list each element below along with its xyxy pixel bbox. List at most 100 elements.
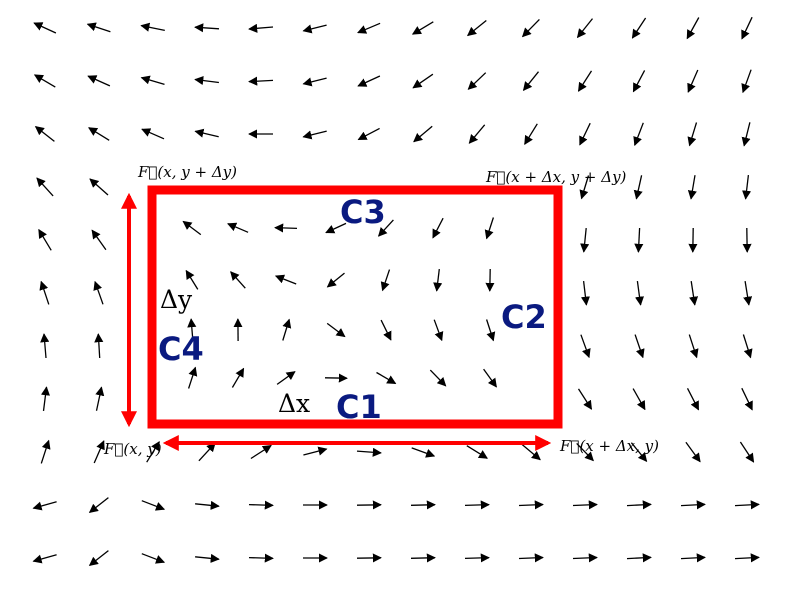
field-arrow <box>33 22 57 34</box>
field-arrow <box>141 500 166 511</box>
field-arrow <box>633 122 644 147</box>
curve-label-c3: C3 <box>340 193 386 231</box>
field-arrow <box>33 74 56 88</box>
field-arrow <box>95 386 105 411</box>
field-arrow <box>39 280 50 305</box>
field-arrow <box>230 271 246 289</box>
field-arrow <box>248 23 274 33</box>
field-arrow <box>686 17 700 40</box>
field-arrow <box>521 18 540 38</box>
field-arrow <box>36 177 54 197</box>
field-arrow <box>524 123 538 145</box>
field-arrow <box>195 500 220 510</box>
field-arrow <box>464 500 490 510</box>
field-arrow <box>579 175 590 200</box>
field-arrow <box>633 175 643 200</box>
field-arrow <box>248 500 274 510</box>
field-arrow <box>734 553 760 563</box>
field-arrow <box>182 220 202 236</box>
field-arrow <box>433 269 443 292</box>
field-arrow <box>688 334 699 359</box>
field-arrow <box>580 281 590 306</box>
loop-rectangle <box>147 185 563 429</box>
field-arrow <box>32 554 57 564</box>
field-arrow <box>194 128 219 138</box>
delta-x-label: Δx <box>278 389 310 418</box>
field-arrow <box>198 442 216 462</box>
field-arrow <box>689 281 699 306</box>
field-arrow <box>141 553 166 564</box>
field-arrow <box>580 334 591 359</box>
field-arrow <box>87 75 111 87</box>
field-arrow <box>88 550 109 566</box>
integration-loop <box>147 185 563 429</box>
field-arrow <box>302 24 327 34</box>
field-arrow <box>93 280 104 305</box>
field-arrow <box>231 367 245 388</box>
field-arrow <box>521 443 541 461</box>
field-arrow <box>187 366 198 389</box>
field-arrow <box>741 69 752 94</box>
field-arrow <box>630 442 648 463</box>
field-arrow <box>576 442 594 462</box>
field-arrow <box>466 19 487 37</box>
field-arrow <box>483 368 497 388</box>
field-arrow <box>86 22 111 33</box>
field-arrow <box>40 386 50 411</box>
curve-label-c2: C2 <box>501 298 547 336</box>
field-arrow <box>741 122 751 147</box>
field-arrow <box>467 72 487 90</box>
field-arrow <box>572 553 598 563</box>
field-arrow <box>687 122 698 147</box>
field-arrow <box>734 500 760 510</box>
field-arrow <box>326 272 345 288</box>
field-arrow <box>282 318 292 341</box>
field-arrow <box>377 219 394 237</box>
field-arrow <box>302 130 327 140</box>
field-arrow <box>429 369 447 387</box>
field-arrow <box>140 75 165 86</box>
field-arrow <box>572 500 598 510</box>
field-arrow <box>632 388 646 411</box>
field-arrow <box>485 319 496 342</box>
field-arrow <box>93 440 105 464</box>
field-arrow <box>433 319 444 342</box>
field-arrow <box>518 553 544 563</box>
field-arrow <box>413 125 433 143</box>
field-arrow <box>464 553 490 563</box>
field-arrow <box>632 70 646 93</box>
field-arrow <box>248 76 274 86</box>
field-arrow <box>577 388 593 410</box>
field-arrow <box>743 280 753 306</box>
field-arrow <box>577 70 593 92</box>
field-arrow <box>468 124 486 144</box>
field-arrow <box>185 269 199 290</box>
field-arrow <box>357 75 381 87</box>
field-arrow <box>250 444 272 460</box>
field-arrow <box>411 21 434 35</box>
field-arrow <box>38 228 52 251</box>
field-arrow <box>380 269 391 292</box>
field-arrow <box>32 501 57 511</box>
field-arrow <box>248 553 274 563</box>
field-arrow <box>34 126 55 142</box>
corner-label-bottom-right: F⃗(x + Δx, y) <box>559 437 659 455</box>
field-arrow <box>40 439 51 464</box>
field-arrow <box>88 127 110 141</box>
field-arrow <box>194 23 220 33</box>
field-arrow <box>680 553 706 563</box>
field-arrow <box>356 447 382 457</box>
field-arrow <box>357 127 380 141</box>
field-arrow <box>686 388 700 411</box>
field-arrow <box>187 318 197 342</box>
field-arrow <box>742 175 752 200</box>
field-arrow <box>195 553 220 563</box>
field-arrow <box>40 333 50 359</box>
field-arrow <box>89 178 109 196</box>
field-arrow <box>276 371 296 385</box>
field-arrow <box>580 228 590 253</box>
corner-label-top-right: F⃗(x + Δx, y + Δy) <box>485 168 627 186</box>
field-arrow <box>376 371 397 385</box>
field-arrow <box>634 227 644 253</box>
